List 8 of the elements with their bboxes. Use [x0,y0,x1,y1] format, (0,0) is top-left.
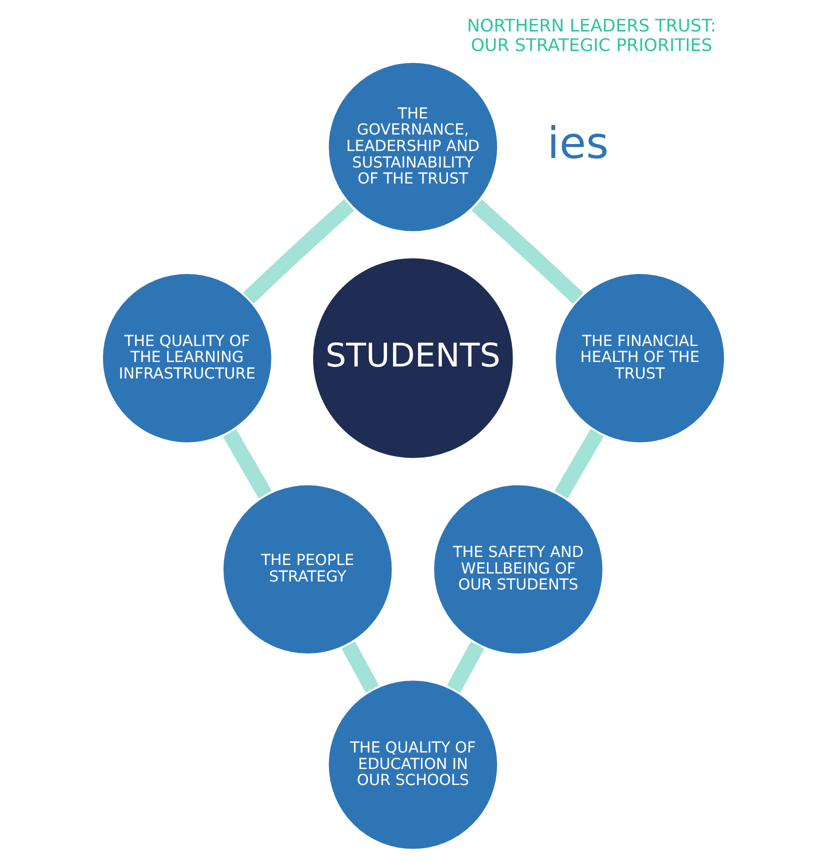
connector [243,198,354,304]
diagram-title: NORTHERN LEADERS TRUST: OUR STRATEGIC PRIORITIES [467,16,716,56]
connector [223,428,272,498]
connector [472,198,584,304]
connector [446,641,484,692]
connector [342,641,380,692]
label: ies [547,118,609,168]
connector [554,428,604,498]
